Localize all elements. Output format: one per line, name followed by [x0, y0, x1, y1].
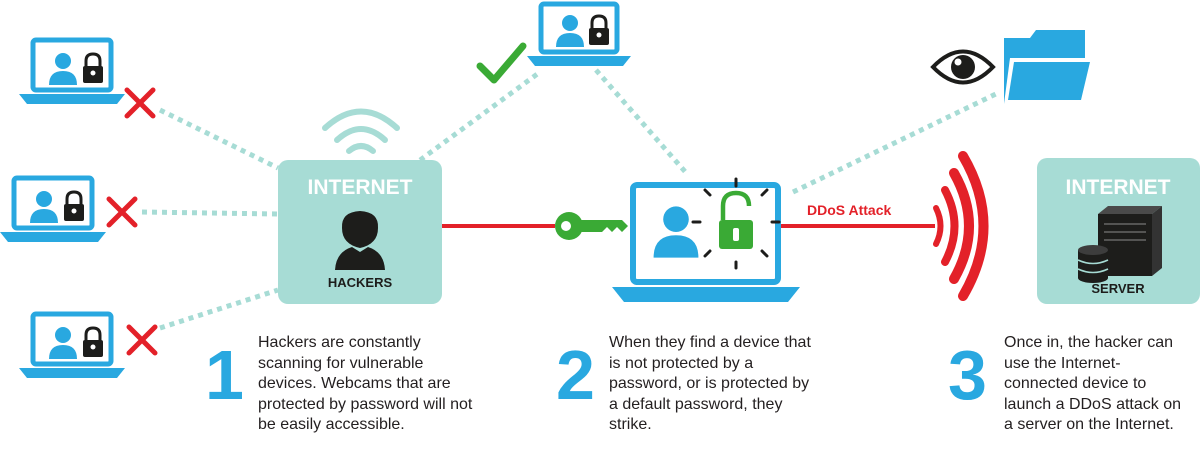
signal-waves-icon [933, 151, 989, 301]
laptop-icon [19, 37, 125, 104]
connector-internet-toplaptop [410, 69, 542, 169]
key-icon [555, 212, 628, 240]
padlock-icon [83, 52, 103, 83]
server-icon [1098, 206, 1162, 276]
step-1-number: 1 [205, 336, 244, 414]
check-icon [476, 42, 527, 84]
eye-icon [930, 49, 996, 85]
step-2-number: 2 [556, 336, 595, 414]
laptop-icon [19, 311, 125, 378]
hackers-box-label: HACKERS [328, 275, 393, 290]
cross-icon [126, 324, 158, 356]
hackers-box-title: INTERNET [308, 176, 413, 199]
folder-icon [1004, 30, 1094, 104]
compromised-laptop-icon [612, 177, 800, 302]
laptop-icon [527, 1, 631, 66]
cross-icon [124, 87, 156, 119]
padlock-icon [589, 14, 609, 45]
alert-rays [691, 177, 781, 270]
dotted-connectors [141, 68, 1002, 331]
internet-hackers-box: INTERNET HACKERS [278, 160, 442, 304]
hacker-icon [335, 211, 385, 270]
connector-laptop1-internet [158, 107, 280, 171]
connector-device-eye [791, 89, 1002, 195]
internet-server-box: INTERNET SERVER [1037, 158, 1200, 304]
server-box-title: INTERNET [1066, 176, 1171, 199]
padlock-icon [83, 326, 103, 357]
connector-laptop3-internet [159, 287, 279, 331]
ddos-attack-label: DDoS Attack [807, 202, 891, 218]
laptop-icon [0, 175, 106, 242]
database-icon [1077, 245, 1109, 283]
step-2-text: When they find a device that is not prot… [609, 334, 811, 433]
connector-toplaptop-device [594, 68, 690, 177]
cross-icon [106, 196, 138, 228]
wifi-icon [322, 108, 400, 154]
step-3-text: Once in, the hacker can use the Internet… [1004, 334, 1181, 433]
unlocked-padlock-icon [719, 190, 753, 249]
step-3-number: 3 [948, 336, 987, 414]
server-box-label: SERVER [1091, 281, 1145, 296]
padlock-icon [64, 190, 84, 221]
step-1-text: Hackers are constantly scanning for vuln… [258, 334, 473, 433]
connector-laptop2-internet [141, 209, 279, 217]
